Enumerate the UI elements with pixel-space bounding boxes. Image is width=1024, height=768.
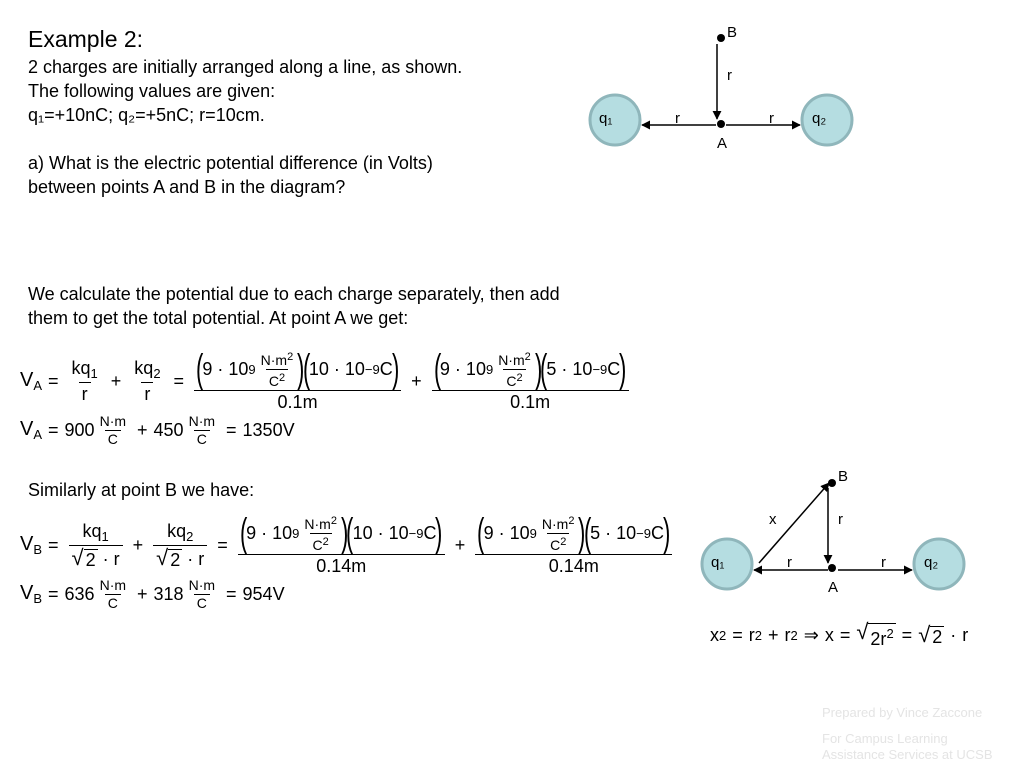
fraction-kq2-sqrt2r: kq2√2 · r [153, 521, 208, 570]
credit-campus-line-2: Assistance Services at UCSB [822, 747, 993, 762]
label-x: x [769, 511, 777, 528]
charge-q1 [588, 93, 642, 147]
credit-campus-line-1: For Campus Learning [822, 731, 948, 746]
label-r-left: r [675, 110, 680, 127]
label-r-up: r [727, 67, 732, 84]
fraction-kq1-sqrt2r: kq1√2 · r [68, 521, 123, 570]
solution-intro-2: them to get the total potential. At poin… [28, 308, 409, 328]
label-point-b: B [727, 24, 738, 41]
label-point-a-bottom: A [828, 579, 839, 596]
problem-line-1: 2 charges are initially arranged along a… [28, 57, 463, 77]
label-r-left-bottom: r [787, 554, 792, 571]
problem-line-2: The following values are given: [28, 81, 276, 101]
label-r-up-bottom: r [838, 511, 843, 528]
label-q2: q₂ [812, 110, 827, 127]
point-b-dot [717, 34, 725, 42]
question-a-line-1: a) What is the electric potential differ… [28, 153, 433, 173]
point-a-dot [717, 120, 725, 128]
vb-symbol: VB [20, 533, 43, 557]
label-r-right: r [769, 110, 774, 127]
problem-given-values: q₁=+10nC; q₂=+5nC; r=10cm. [28, 105, 265, 125]
label-r-right-bottom: r [881, 554, 886, 571]
label-q2-bottom: q₂ [924, 554, 939, 571]
charge-q1-bottom [700, 537, 754, 591]
page-title: Example 2: [28, 26, 144, 52]
question-a-line-2: between points A and B in the diagram? [28, 177, 346, 197]
label-q1: q₁ [599, 110, 613, 127]
va-symbol: VA [20, 369, 43, 393]
solution-similarly: Similarly at point B we have: [28, 480, 255, 500]
vb-result-value: 954V [242, 583, 285, 604]
label-point-a: A [717, 135, 728, 152]
point-a-dot-bottom [828, 564, 836, 572]
point-b-dot-bottom [828, 479, 836, 487]
charge-q2 [800, 93, 854, 147]
label-q1-bottom: q₁ [711, 554, 725, 571]
credit-prepared-by: Prepared by Vince Zaccone [822, 705, 983, 720]
va-result-value: 1350V [242, 419, 295, 440]
solution-intro-1: We calculate the potential due to each c… [28, 284, 560, 304]
label-point-b-bottom: B [838, 468, 849, 485]
charge-q2-bottom [912, 537, 966, 591]
